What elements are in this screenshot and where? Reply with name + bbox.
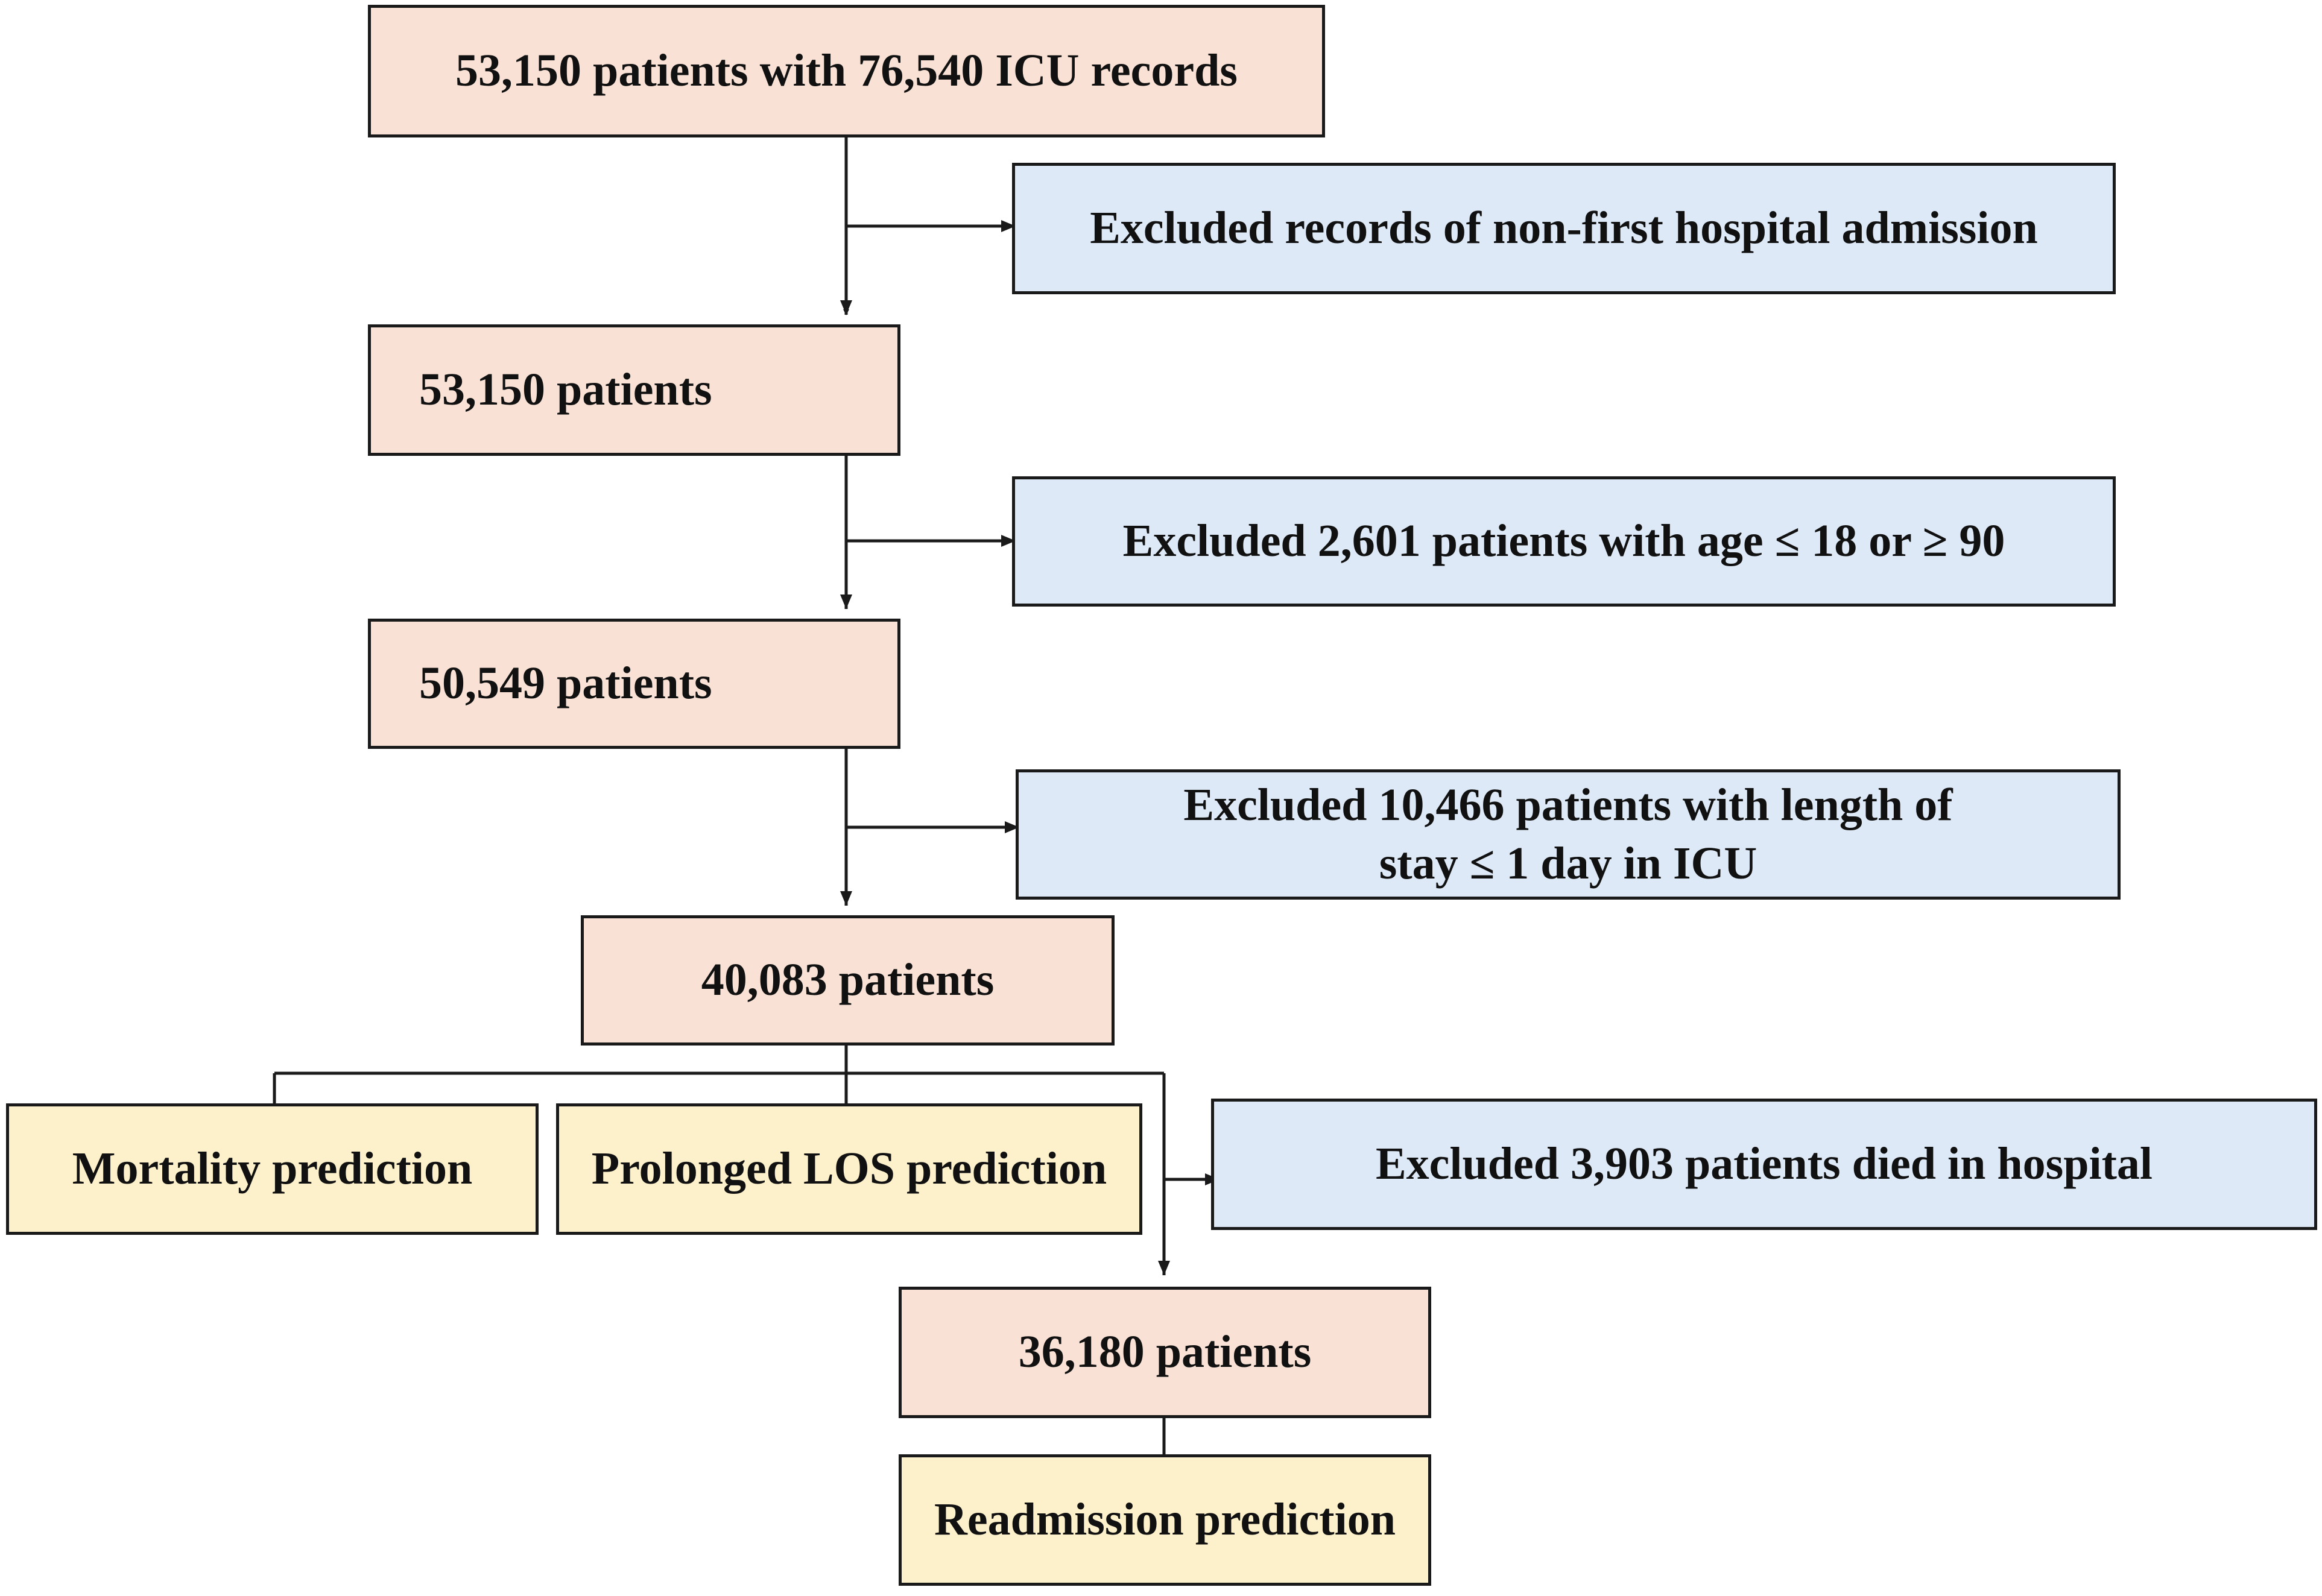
exclusion-1-label: Excluded records of non-first hospital a… <box>1090 203 2038 254</box>
cohort-step-1: 53,150 patients with 76,540 ICU records <box>368 5 1325 137</box>
arrowhead <box>1001 220 1016 232</box>
cohort-step-2-label: 53,150 patients <box>419 364 712 415</box>
task-mortality-prediction: Mortality prediction <box>6 1103 539 1235</box>
cohort-step-4: 40,083 patients <box>581 915 1115 1046</box>
cohort-step-2: 53,150 patients <box>368 324 900 456</box>
cohort-step-4-label: 40,083 patients <box>701 954 995 1006</box>
arrowhead <box>840 891 852 906</box>
task-readmission-label: Readmission prediction <box>934 1494 1396 1545</box>
exclusion-3-label-line-1: Excluded 10,466 patients with length of <box>1183 779 1953 830</box>
arrowhead <box>840 300 852 315</box>
task-readmission-prediction: Readmission prediction <box>899 1454 1431 1586</box>
task-prolonged-los-prediction: Prolonged LOS prediction <box>556 1103 1142 1235</box>
cohort-step-3: 50,549 patients <box>368 619 900 749</box>
exclusion-2-label: Excluded 2,601 patients with age ≤ 18 or… <box>1122 516 2005 567</box>
exclusion-4-label: Excluded 3,903 patients died in hospital <box>1375 1138 2153 1190</box>
exclusion-1: Excluded records of non-first hospital a… <box>1012 163 2116 294</box>
arrowhead <box>1005 821 1019 833</box>
exclusion-4: Excluded 3,903 patients died in hospital <box>1211 1099 2317 1230</box>
exclusion-3: Excluded 10,466 patients with length of … <box>1016 769 2121 900</box>
cohort-step-5: 36,180 patients <box>899 1287 1431 1418</box>
cohort-step-3-label: 50,549 patients <box>419 658 712 709</box>
arrowhead <box>1001 535 1016 547</box>
task-mortality-label: Mortality prediction <box>72 1143 473 1194</box>
cohort-step-1-label: 53,150 patients with 76,540 ICU records <box>455 45 1238 96</box>
arrowhead <box>1158 1261 1170 1275</box>
exclusion-3-label-line-2: stay ≤ 1 day in ICU <box>1379 838 1757 889</box>
exclusion-2: Excluded 2,601 patients with age ≤ 18 or… <box>1012 476 2116 607</box>
arrowhead <box>840 595 852 609</box>
task-los-label: Prolonged LOS prediction <box>591 1143 1107 1194</box>
cohort-step-5-label: 36,180 patients <box>1018 1326 1312 1378</box>
